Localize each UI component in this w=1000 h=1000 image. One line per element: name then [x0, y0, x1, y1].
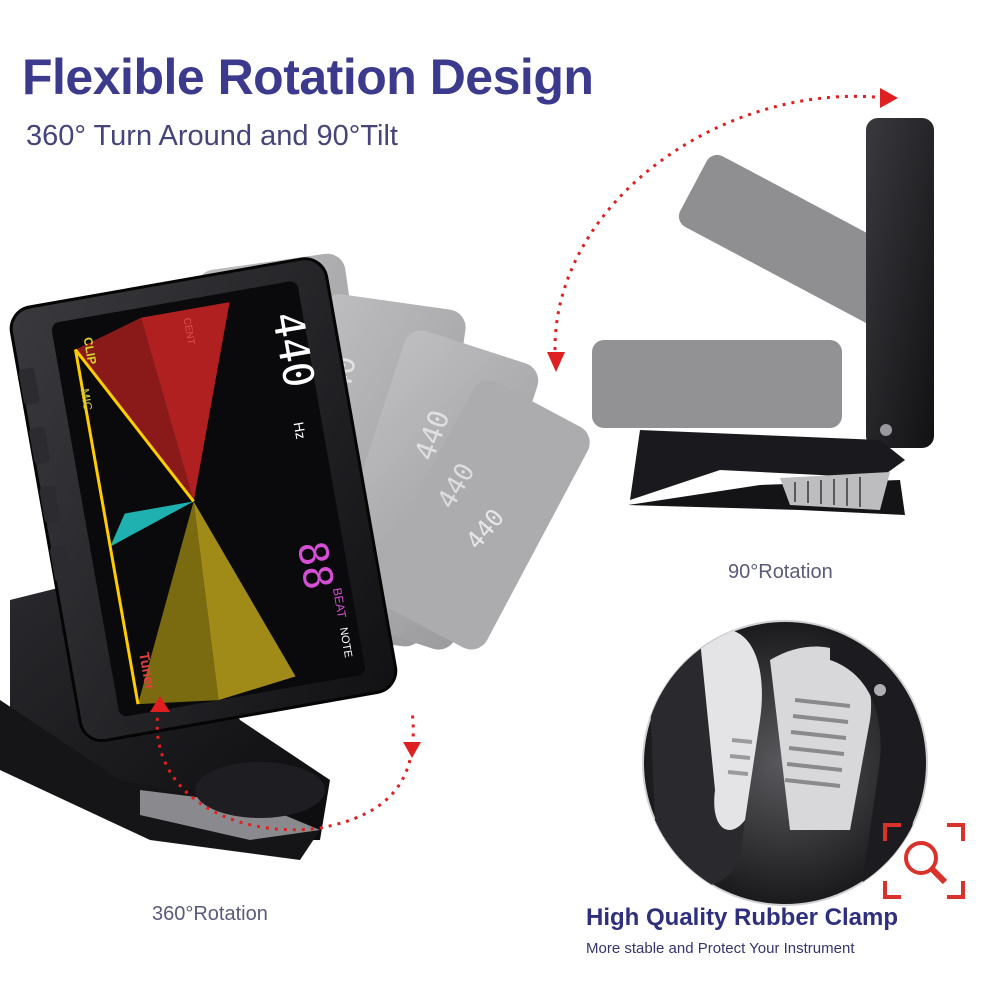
tuner-main: 440 Hz 88 CLIP MIC BEAT NOTE Tuner CENT — [9, 257, 398, 743]
arrow-head-90-b — [547, 352, 565, 372]
rubber-ridges — [784, 698, 851, 788]
tilt-hinge-screw — [880, 424, 892, 436]
tilt-ghost-diagonal — [678, 154, 912, 326]
tuner-360-group: 440 440 440 440 440 Hz 88 CLIP — [0, 253, 590, 860]
tilt-rubber-ridges — [794, 477, 861, 507]
label-cent: CENT — [181, 317, 197, 346]
label-clip: CLIP — [81, 336, 100, 365]
frequency-unit: Hz — [291, 421, 310, 441]
page-title: Flexible Rotation Design — [22, 49, 594, 105]
tilt-clip-top — [630, 430, 905, 500]
arrow-head-360-a — [150, 696, 170, 712]
tilt-upright-body — [866, 118, 934, 448]
swivel-joint — [195, 762, 325, 818]
clamp-closeup — [642, 620, 928, 906]
caption-360-rotation: 360°Rotation — [152, 903, 268, 925]
rotation-arrow-360 — [155, 699, 415, 832]
tilt-ghost-horizontal — [592, 340, 842, 428]
clamp-subtitle: More stable and Protect Your Instrument — [586, 940, 855, 957]
note-readout: 88 — [288, 538, 342, 593]
rotation-arrow-90 — [553, 95, 887, 369]
clamp-title: High Quality Rubber Clamp — [586, 904, 899, 931]
arrow-head-90-a — [880, 88, 898, 108]
arrow-head-360-b — [403, 742, 421, 758]
page-subtitle: 360° Turn Around and 90°Tilt — [26, 120, 398, 152]
caption-90-rotation: 90°Rotation — [728, 561, 833, 583]
label-tuner: Tuner — [136, 651, 158, 692]
rubber-pad — [140, 790, 320, 840]
label-beat: BEAT — [330, 587, 349, 620]
tuner-90-group — [547, 88, 934, 515]
label-note: NOTE — [337, 626, 354, 658]
magnifier-icon[interactable] — [883, 823, 965, 899]
label-mic: MIC — [77, 387, 95, 411]
